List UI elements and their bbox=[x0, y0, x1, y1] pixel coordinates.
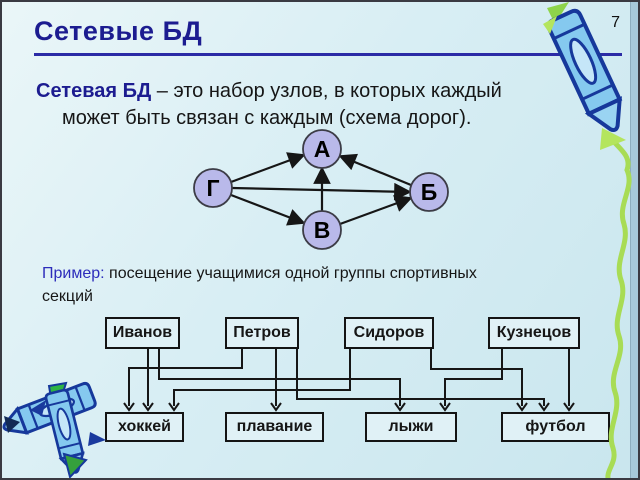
arrowhead-icon bbox=[142, 402, 154, 412]
arrowhead-icon bbox=[270, 402, 282, 412]
road-scheme-nodes: А Б В Г bbox=[193, 129, 449, 250]
student-box-ivanov: Иванов bbox=[105, 317, 180, 349]
definition-paragraph: Сетевая БД – это набор узлов, в которых … bbox=[36, 78, 586, 132]
example-line1: посещение учащимися одной группы спортив… bbox=[104, 265, 477, 282]
section-box-ski: лыжи bbox=[365, 412, 457, 442]
link-petrov-hockey bbox=[128, 349, 243, 406]
node-circle-v bbox=[302, 210, 342, 250]
node-circle-g bbox=[193, 168, 233, 208]
arrowhead-icon bbox=[563, 402, 575, 412]
edge-g-b bbox=[231, 182, 412, 201]
arrowhead-icon bbox=[123, 402, 135, 412]
link-sidorov-football bbox=[430, 349, 523, 406]
example-line2: секций bbox=[42, 288, 93, 305]
definition-term: Сетевая БД bbox=[36, 80, 152, 102]
section-box-hockey: хоккей bbox=[105, 412, 184, 442]
wavy-line-decoration bbox=[605, 139, 632, 478]
crayons-icon-bottom-left bbox=[2, 380, 106, 478]
edge-g-a bbox=[230, 152, 306, 184]
student-box-sidorov: Сидоров bbox=[344, 317, 434, 349]
link-ivanov-ski bbox=[158, 349, 401, 406]
link-sidorov-hockey bbox=[173, 349, 351, 406]
section-box-football: футбол bbox=[501, 412, 610, 442]
example-paragraph: Пример: посещение учащимися одной группы… bbox=[42, 262, 542, 308]
node-label-b: Б bbox=[421, 179, 438, 205]
page-number: 7 bbox=[611, 14, 620, 31]
student-box-kuznetsov: Кузнецов bbox=[488, 317, 580, 349]
slide-title: Сетевые БД bbox=[34, 16, 203, 46]
edge-b-a bbox=[338, 153, 412, 187]
node-label-g: Г bbox=[206, 175, 219, 201]
link-connectors bbox=[123, 349, 575, 412]
arrowhead-icon bbox=[516, 402, 528, 412]
example-label: Пример: bbox=[42, 265, 105, 282]
definition-line1: – это набор узлов, в которых каждый bbox=[151, 80, 502, 102]
node-circle-b bbox=[409, 172, 449, 212]
arrowhead-icon bbox=[168, 402, 180, 412]
node-label-a: А bbox=[314, 136, 331, 162]
section-box-swimming: плавание bbox=[225, 412, 324, 442]
arrowhead-icon bbox=[439, 402, 451, 412]
link-petrov-football bbox=[296, 349, 545, 406]
arrowhead-icon bbox=[394, 402, 406, 412]
definition-line2: может быть связан с каждым (схема дорог)… bbox=[62, 107, 472, 129]
node-circle-a bbox=[302, 129, 342, 169]
arrowhead-icon bbox=[538, 402, 550, 412]
road-scheme-edges bbox=[230, 152, 413, 226]
right-edge-strip bbox=[630, 2, 638, 478]
edge-v-b bbox=[339, 195, 413, 226]
student-box-petrov: Петров bbox=[225, 317, 299, 349]
link-kuznetsov-ski bbox=[444, 349, 503, 406]
node-label-v: В bbox=[314, 217, 331, 243]
edge-g-v bbox=[230, 193, 306, 226]
title-underline bbox=[34, 53, 622, 56]
